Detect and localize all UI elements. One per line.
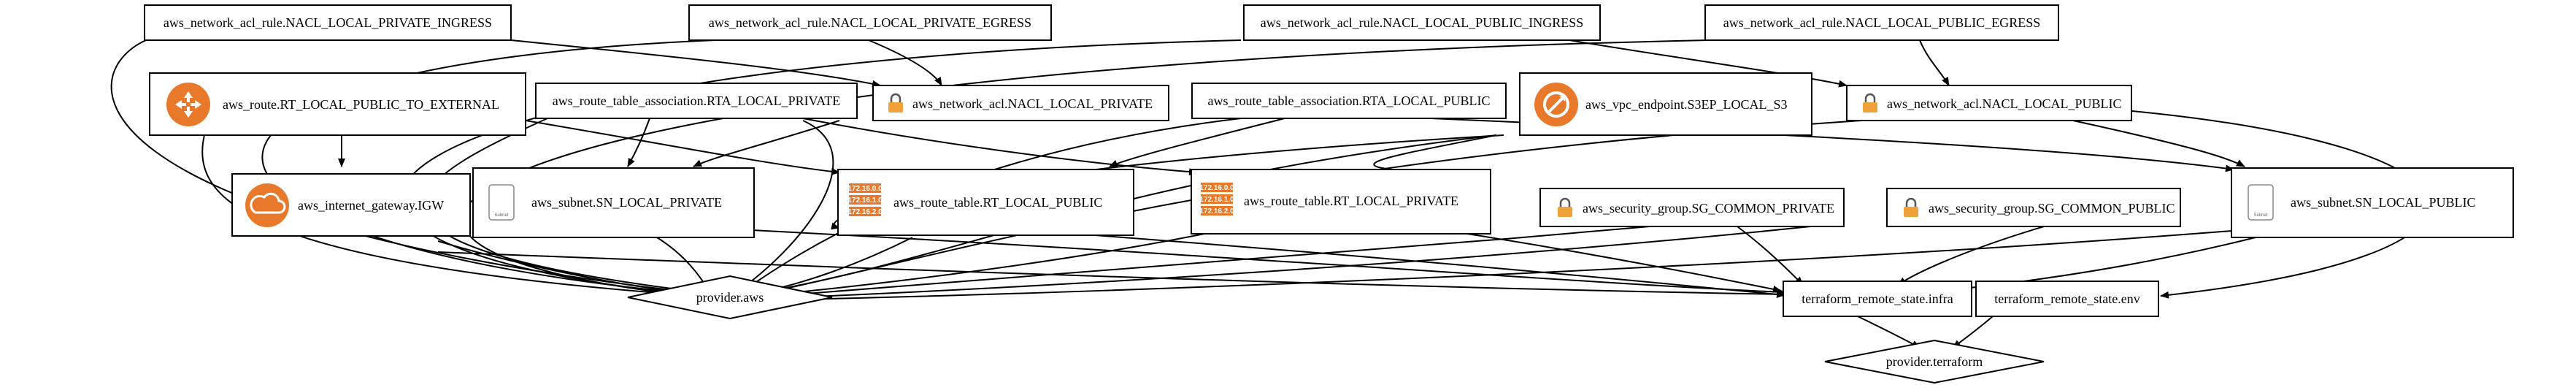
route-table-cidr: 172.16.0.0 bbox=[847, 185, 883, 193]
edge bbox=[758, 226, 1811, 302]
node-rt-public[interactable]: 172.16.0.0 172.16.1.0 172.16.2.0 aws_rou… bbox=[837, 169, 1134, 236]
node-provider-terraform[interactable]: provider.terraform bbox=[1824, 339, 2045, 384]
node-label: aws_subnet.SN_LOCAL_PRIVATE bbox=[531, 195, 722, 210]
node-remote-state-env[interactable]: terraform_remote_state.env bbox=[1975, 281, 2159, 317]
node-label: aws_route.RT_LOCAL_PUBLIC_TO_EXTERNAL bbox=[223, 97, 499, 112]
node-label: aws_network_acl_rule.NACL_LOCAL_PUBLIC_I… bbox=[1261, 15, 1583, 30]
node-nacl-rule-public-egress[interactable]: aws_network_acl_rule.NACL_LOCAL_PUBLIC_E… bbox=[1704, 4, 2059, 41]
node-label: aws_vpc_endpoint.S3EP_LOCAL_S3 bbox=[1585, 97, 1788, 112]
node-label: provider.terraform bbox=[1886, 354, 1983, 369]
edge bbox=[525, 120, 840, 175]
node-label: aws_route_table.RT_LOCAL_PUBLIC bbox=[893, 195, 1102, 210]
route-table-cidr: 172.16.1.0 bbox=[847, 197, 883, 205]
subnet-icon: Subnet bbox=[488, 184, 515, 221]
node-label: aws_route_table_association.RTA_LOCAL_PR… bbox=[553, 94, 841, 108]
edge bbox=[751, 229, 1785, 296]
edge bbox=[747, 120, 1862, 299]
edge bbox=[261, 39, 716, 298]
edge bbox=[729, 120, 834, 297]
route-table-cidr: 172.16.2.0 bbox=[1199, 207, 1234, 216]
node-label: terraform_remote_state.infra bbox=[1802, 291, 1953, 306]
lock-icon bbox=[1558, 197, 1572, 217]
edge bbox=[437, 240, 693, 297]
edge bbox=[627, 118, 650, 167]
router-icon bbox=[166, 83, 210, 126]
node-vpc-endpoint-s3[interactable]: aws_vpc_endpoint.S3EP_LOCAL_S3 bbox=[1519, 72, 1812, 136]
edge bbox=[1737, 226, 1804, 286]
lock-icon bbox=[888, 93, 903, 113]
edge bbox=[868, 39, 942, 86]
edge bbox=[510, 39, 881, 88]
edge bbox=[1569, 39, 1848, 88]
edge bbox=[693, 120, 840, 167]
node-label: aws_network_acl_rule.NACL_LOCAL_PRIVATE_… bbox=[164, 15, 492, 30]
subnet-caption: Subnet bbox=[2253, 213, 2267, 218]
edge bbox=[1373, 134, 1497, 176]
cloud-icon bbox=[245, 183, 289, 227]
node-label: aws_internet_gateway.IGW bbox=[298, 198, 444, 213]
subnet-caption: Subnet bbox=[494, 213, 508, 218]
node-label: aws_network_acl.NACL_LOCAL_PRIVATE bbox=[912, 96, 1153, 111]
node-label: aws_security_group.SG_COMMON_PUBLIC bbox=[1929, 201, 2175, 216]
edge bbox=[437, 251, 1785, 298]
lock-icon bbox=[1904, 197, 1918, 217]
node-label: aws_route_table.RT_LOCAL_PRIVATE bbox=[1244, 194, 1458, 208]
edge bbox=[1466, 233, 1782, 293]
edge bbox=[1857, 316, 1921, 348]
node-label: aws_route_table_association.RTA_LOCAL_PU… bbox=[1208, 94, 1491, 108]
node-label: aws_network_acl_rule.NACL_LOCAL_PUBLIC_E… bbox=[1723, 15, 2040, 30]
lock-icon bbox=[1863, 93, 1877, 113]
node-rta-public[interactable]: aws_route_table_association.RTA_LOCAL_PU… bbox=[1191, 83, 1507, 119]
edge bbox=[110, 39, 701, 297]
node-label: aws_network_acl_rule.NACL_LOCAL_PRIVATE_… bbox=[709, 15, 1031, 30]
edge bbox=[656, 237, 709, 290]
subnet-icon: Subnet bbox=[2248, 184, 2274, 221]
node-sg-common-public[interactable]: aws_security_group.SG_COMMON_PUBLIC bbox=[1886, 188, 2181, 227]
route-table-cidr: 172.16.1.0 bbox=[1199, 196, 1234, 204]
node-igw[interactable]: aws_internet_gateway.IGW bbox=[231, 173, 471, 237]
node-sg-common-private[interactable]: aws_security_group.SG_COMMON_PRIVATE bbox=[1539, 188, 1845, 227]
route-table-icon: 172.16.0.0 172.16.1.0 172.16.2.0 bbox=[1199, 183, 1234, 216]
node-nacl-rule-private-ingress[interactable]: aws_network_acl_rule.NACL_LOCAL_PRIVATE_… bbox=[144, 4, 512, 41]
edge bbox=[802, 118, 1198, 176]
edge bbox=[1919, 39, 1950, 86]
node-rta-private[interactable]: aws_route_table_association.RTA_LOCAL_PR… bbox=[535, 83, 858, 119]
node-nacl-rule-public-ingress[interactable]: aws_network_acl_rule.NACL_LOCAL_PUBLIC_I… bbox=[1243, 4, 1601, 41]
node-remote-state-infra[interactable]: terraform_remote_state.infra bbox=[1783, 281, 1972, 317]
node-nacl-public[interactable]: aws_network_acl.NACL_LOCAL_PUBLIC bbox=[1846, 85, 2132, 121]
edge bbox=[1897, 226, 2045, 286]
route-table-cidr: 172.16.2.0 bbox=[847, 208, 883, 216]
node-provider-aws[interactable]: provider.aws bbox=[627, 275, 833, 320]
edge bbox=[1094, 235, 1785, 298]
node-nacl-private[interactable]: aws_network_acl.NACL_LOCAL_PRIVATE bbox=[872, 85, 1169, 121]
node-subnet-public[interactable]: Subnet aws_subnet.SN_LOCAL_PUBLIC bbox=[2231, 167, 2514, 238]
edge bbox=[2072, 120, 2245, 167]
edge bbox=[1109, 118, 1285, 167]
edge bbox=[1926, 237, 2256, 295]
route-table-cidr: 172.16.0.0 bbox=[1199, 184, 1234, 192]
edge bbox=[758, 229, 2242, 304]
edge bbox=[401, 39, 1242, 300]
edge bbox=[758, 233, 1205, 299]
node-rt-private[interactable]: 172.16.0.0 172.16.1.0 172.16.2.0 aws_rou… bbox=[1191, 169, 1491, 235]
node-label: provider.aws bbox=[696, 290, 764, 305]
node-subnet-private[interactable]: Subnet aws_subnet.SN_LOCAL_PRIVATE bbox=[472, 167, 755, 238]
node-route-public-to-external[interactable]: aws_route.RT_LOCAL_PUBLIC_TO_EXTERNAL bbox=[149, 72, 526, 136]
endpoint-icon bbox=[1534, 83, 1578, 126]
node-label: aws_network_acl.NACL_LOCAL_PUBLIC bbox=[1887, 96, 2121, 111]
node-label: terraform_remote_state.env bbox=[1994, 291, 2139, 306]
edges bbox=[110, 39, 2431, 348]
route-table-icon: 172.16.0.0 172.16.1.0 172.16.2.0 bbox=[847, 183, 883, 216]
node-nacl-rule-private-egress[interactable]: aws_network_acl_rule.NACL_LOCAL_PRIVATE_… bbox=[688, 4, 1052, 41]
edge bbox=[1952, 316, 1993, 348]
node-label: aws_security_group.SG_COMMON_PRIVATE bbox=[1583, 201, 1834, 216]
nodes: aws_network_acl_rule.NACL_LOCAL_PRIVATE_… bbox=[144, 4, 2514, 384]
node-label: aws_subnet.SN_LOCAL_PUBLIC bbox=[2291, 195, 2476, 210]
